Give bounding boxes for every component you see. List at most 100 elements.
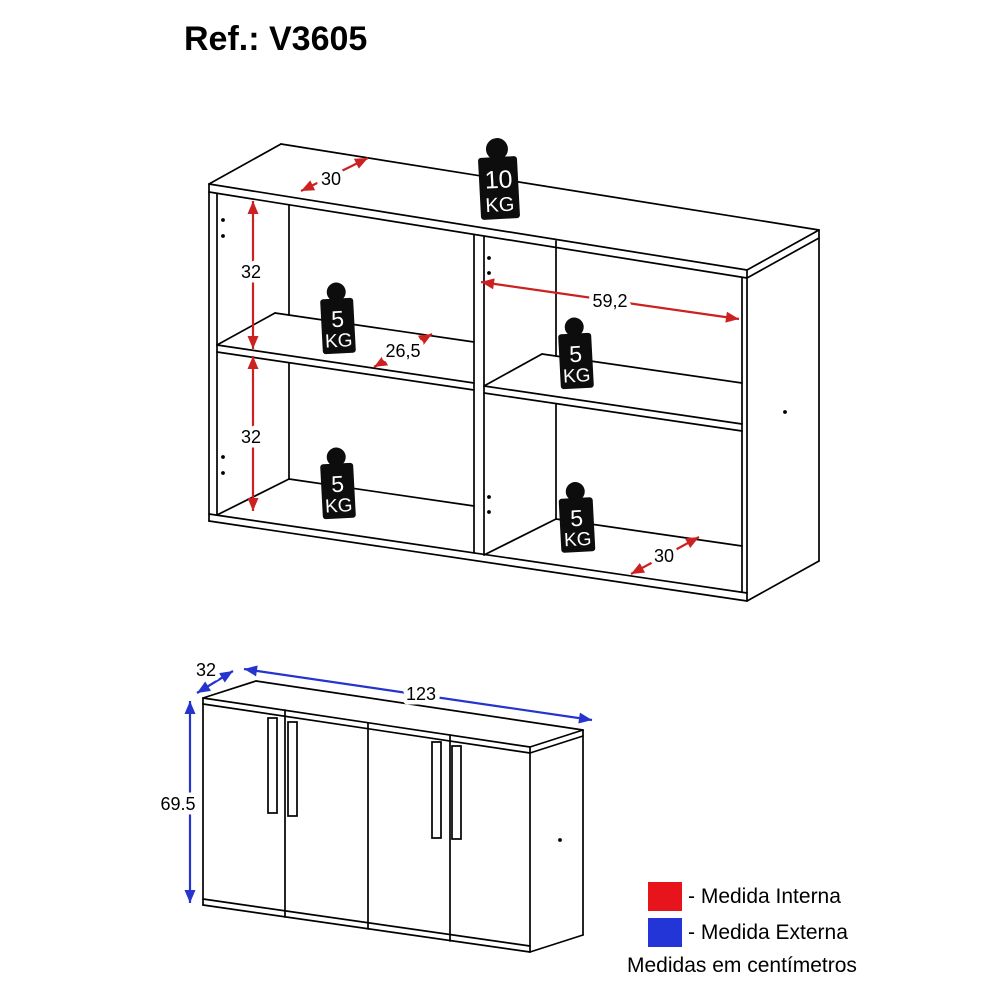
dimension-line — [480, 280, 740, 321]
hole-dot — [487, 495, 491, 499]
weight-value: 5 — [331, 306, 345, 333]
dimension-line — [243, 667, 593, 722]
panel-edge — [529, 735, 584, 754]
dimension-value: 30 — [321, 169, 341, 189]
arrowhead — [184, 890, 196, 903]
arrowhead — [219, 671, 233, 683]
dimension-bottom-depth: 30 — [630, 536, 700, 575]
door-handle — [267, 717, 278, 814]
door-handle — [287, 721, 298, 817]
weight-badge-right-shelf: 5KG — [558, 317, 594, 390]
panel-edge — [483, 392, 743, 432]
panel-edge — [529, 729, 584, 748]
hole-dot — [783, 410, 787, 414]
panel-edge — [483, 518, 557, 556]
panel-edge — [208, 191, 748, 279]
dimension-right-width: 59,2 — [480, 278, 740, 323]
weight-knob — [485, 138, 508, 161]
arrowhead — [184, 701, 196, 714]
panel-edge — [274, 312, 475, 343]
arrowhead — [247, 336, 259, 349]
arrowhead — [578, 712, 592, 724]
dimension-lower-height: 32 — [236, 356, 266, 511]
panel-edge — [202, 703, 531, 754]
panel-edge — [208, 513, 748, 594]
arrowhead — [197, 681, 211, 693]
weight-unit: KG — [325, 495, 354, 517]
arrowhead — [417, 334, 432, 346]
dimension-upper-height: 32 — [236, 201, 266, 349]
dimension-ext-height: 69.5 — [156, 701, 200, 903]
panel-edge — [202, 680, 257, 699]
external-measure-swatch — [648, 918, 682, 947]
panel-edge — [208, 143, 282, 185]
panel-edge — [483, 353, 543, 387]
weight-body — [558, 497, 596, 553]
panel-edge — [208, 183, 748, 271]
arrowhead — [631, 562, 646, 574]
dimension-value: 26,5 — [385, 341, 420, 361]
panel-edge — [746, 237, 820, 279]
arrowhead — [374, 355, 389, 367]
hole-dot — [221, 218, 225, 222]
arrowhead — [301, 180, 316, 191]
hole-dot — [487, 271, 491, 275]
arrowhead — [481, 278, 495, 290]
panel-edge — [202, 697, 531, 748]
panel-edge — [529, 934, 584, 953]
arrowhead — [247, 498, 259, 511]
fitting-holes — [221, 218, 787, 842]
dimension-value: 59,2 — [592, 291, 627, 311]
door-handle — [431, 741, 442, 839]
dimension-value: 32 — [241, 427, 261, 447]
arrowhead — [684, 537, 699, 549]
dimension-value: 69.5 — [160, 794, 195, 814]
panel-edge — [216, 312, 276, 346]
panel-edge — [483, 385, 743, 425]
legend-item-label: - Medida Interna — [688, 884, 841, 908]
dimension-value: 32 — [241, 262, 261, 282]
panel-edge — [280, 143, 820, 231]
weight-value: 5 — [331, 471, 345, 498]
dimension-shelf-depth: 26,5 — [373, 333, 433, 368]
panel-edge — [216, 351, 475, 391]
arrowhead — [247, 201, 259, 214]
hole-dot — [221, 471, 225, 475]
legend-item-label: - Medida Externa — [688, 920, 848, 944]
hole-dot — [558, 838, 562, 842]
weight-value: 10 — [484, 165, 513, 194]
dimension-top-depth: 30 — [300, 157, 369, 194]
legend-item-external: - Medida Externa — [648, 918, 848, 947]
weight-unit: KG — [325, 330, 354, 352]
panel-edge — [202, 904, 531, 953]
panel-edge — [216, 344, 475, 384]
panel-edge — [288, 478, 475, 507]
weight-badge-right-bottom: 5KG — [558, 482, 596, 553]
panel-edge — [746, 229, 820, 271]
weight-value: 5 — [569, 341, 583, 368]
door-handles — [267, 717, 462, 840]
arrowhead — [353, 158, 368, 169]
panel-edge — [208, 520, 748, 602]
weight-body — [478, 156, 520, 220]
arrowhead — [244, 665, 258, 677]
hole-dot — [487, 256, 491, 260]
weight-body — [558, 332, 594, 390]
hole-dot — [487, 510, 491, 514]
panel-edge — [255, 680, 584, 731]
dimension-ext-depth: 32 — [191, 656, 234, 694]
weight-unit: KG — [563, 365, 592, 387]
legend-item-internal: - Medida Interna — [648, 882, 841, 911]
hole-dot — [221, 455, 225, 459]
internal-measure-swatch — [648, 882, 682, 911]
arrowhead — [247, 356, 259, 369]
weight-body — [320, 297, 356, 355]
weight-unit: KG — [485, 194, 515, 217]
weight-unit: KG — [564, 529, 593, 551]
cabinet-line-art — [202, 143, 820, 953]
weight-badge-left-shelf: 5KG — [320, 282, 356, 355]
arrowhead — [725, 311, 739, 323]
